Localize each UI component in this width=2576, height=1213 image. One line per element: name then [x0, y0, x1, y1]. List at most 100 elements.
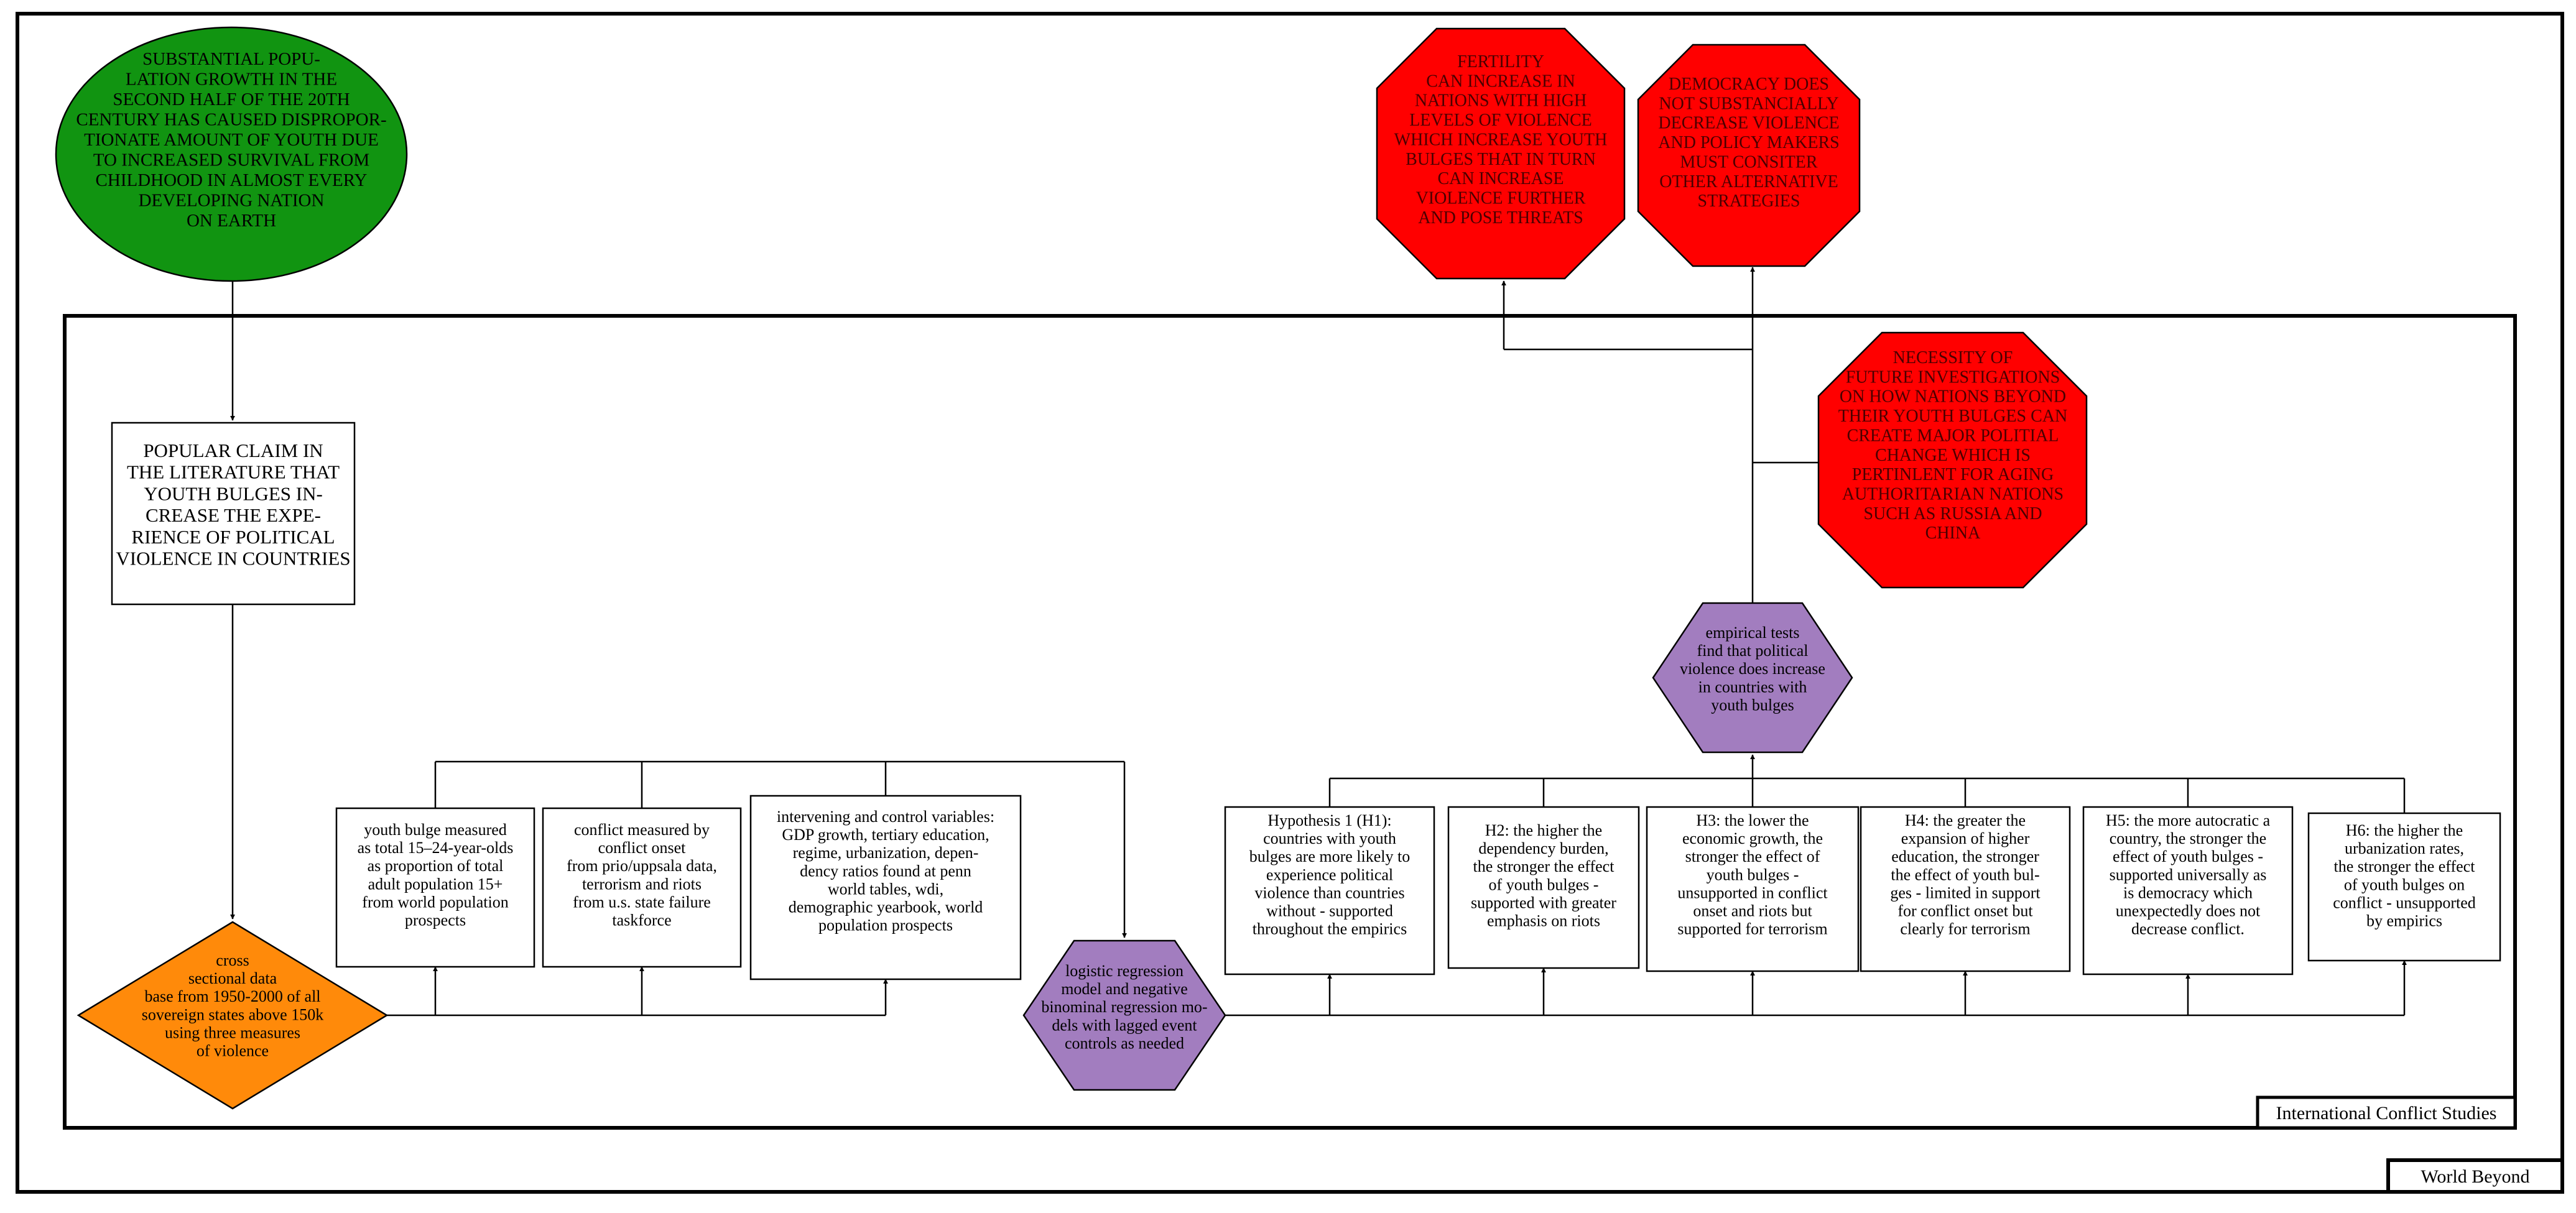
empirical-tests-hexagon [1652, 602, 1853, 754]
label-line: CAN INCREASE [1437, 169, 1564, 188]
label-line: supported for terrorism [1677, 920, 1827, 938]
label-line: FERTILITY [1457, 52, 1544, 71]
label-line: SUCH AS RUSSIA AND [1863, 504, 2042, 523]
label-line: TIONATE AMOUNT OF YOUTH DUE [84, 130, 379, 150]
label-line: world tables, wdi, [828, 880, 943, 898]
label-line: in countries with [1698, 678, 1807, 696]
regression-model-hexagon [1022, 939, 1226, 1091]
label-line: YOUTH BULGES IN- [144, 482, 323, 504]
label-line: terrorism and riots [582, 875, 702, 893]
inner-frame-label-box [2256, 1095, 2517, 1130]
label-line: demographic yearbook, world [789, 898, 983, 916]
label-line: MUST CONSITER [1680, 152, 1818, 172]
label-line: sectional data [188, 969, 277, 987]
h6-box [2307, 812, 2501, 962]
label-line: population prospects [818, 916, 953, 934]
label-line: adult population 15+ [368, 875, 503, 893]
node-shapes [55, 26, 2501, 1110]
label-line: CENTURY HAS CAUSED DISPROPOR- [76, 109, 386, 129]
label-line: base from 1950-2000 of all [144, 987, 320, 1005]
label-line: violence does increase [1680, 660, 1825, 678]
label-line: is democracy which [2123, 883, 2253, 902]
label-line: conflict measured by [574, 821, 710, 839]
label-line: cross [216, 951, 249, 969]
h1-box [1224, 806, 1435, 975]
label-line: of violence [197, 1042, 269, 1060]
label-line: youth bulges [1711, 696, 1794, 714]
label-line: unexpectedly does not [2116, 902, 2261, 920]
label-line: education, the stronger [1891, 847, 2039, 865]
label-line: without - supported [1266, 902, 1393, 920]
popular-claim-box [111, 422, 356, 606]
label-line: H4: the greater the [1905, 811, 2026, 829]
control-variables-text: intervening and control variables:GDP gr… [777, 808, 994, 934]
label-line: experience political [1266, 865, 1393, 883]
fertility-octagon [1376, 27, 1626, 280]
label-line: model and negative [1061, 980, 1188, 998]
label-line: CHINA [1925, 523, 1981, 543]
population-growth-ellipse [55, 26, 408, 282]
label-line: AND POSE THREATS [1418, 208, 1583, 228]
label-line: DEMOCRACY DOES [1669, 75, 1829, 94]
label-line: THEIR YOUTH BULGES CAN [1838, 407, 2067, 426]
control-variables-box [749, 795, 1022, 980]
outer-frame-label-box [2386, 1158, 2564, 1194]
label-line: CAN INCREASE IN [1426, 71, 1575, 91]
label-line: as proportion of total [368, 857, 504, 875]
label-line: countries with youth [1263, 829, 1396, 847]
label-line: TO INCREASED SURVIVAL FROM [93, 150, 369, 170]
label-line: LATION GROWTH IN THE [126, 69, 337, 89]
label-line: CREASE THE EXPE- [146, 504, 321, 526]
label-line: FUTURE INVESTIGATIONS [1846, 367, 2060, 387]
label-line: clearly for terrorism [1900, 920, 2030, 938]
youth-bulge-measure-box [335, 807, 535, 968]
label-line: H6: the higher the [2346, 821, 2463, 839]
label-line: CREATE MAJOR POLITIAL [1847, 426, 2059, 445]
label-line: the stronger the effect [2334, 857, 2476, 875]
label-line: effect of youth bulges - [2113, 847, 2263, 865]
label-line: DEVELOPING NATION [139, 190, 325, 210]
label-line: NOT SUBSTANCIALLY [1659, 94, 1838, 113]
label-line: VIOLENCE FURTHER [1416, 189, 1586, 208]
label-line: from u.s. state failure [573, 893, 711, 911]
label-line: onset and riots but [1693, 902, 1812, 920]
label-line: stronger the effect of [1685, 847, 1820, 865]
label-line: H5: the more autocratic a [2106, 811, 2271, 829]
label-line: logistic regression [1065, 962, 1184, 980]
inner-frame-label: International Conflict Studies [2276, 1103, 2497, 1123]
label-line: BULGES THAT IN TURN [1406, 150, 1596, 169]
conflict-measure-box [542, 807, 742, 968]
label-line: the effect of youth bul- [1891, 865, 2039, 883]
label-line: POPULAR CLAIM IN [143, 440, 323, 461]
label-line: DECREASE VIOLENCE [1658, 114, 1839, 133]
label-line: from world population [362, 893, 508, 911]
label-line: H3: the lower the [1696, 811, 1809, 829]
label-line: prospects [405, 911, 466, 929]
outer-frame [16, 12, 2564, 1194]
label-line: violence than countries [1254, 883, 1404, 902]
label-line: CHANGE WHICH IS [1875, 446, 2031, 465]
label-line: PERTINLENT FOR AGING [1852, 465, 2054, 484]
label-line: taskforce [612, 911, 671, 929]
label-line: VIOLENCE IN COUNTRIES [116, 548, 350, 570]
label-line: sovereign states above 150k [142, 1005, 323, 1023]
label-line: youth bulge measured [364, 821, 507, 839]
h5-box [2082, 806, 2294, 975]
h3-box [1646, 806, 1860, 972]
label-line: THE LITERATURE THAT [127, 461, 340, 483]
label-line: LEVELS OF VIOLENCE [1409, 111, 1591, 130]
label-line: dependency burden, [1478, 839, 1608, 857]
label-line: ON EARTH [187, 211, 276, 231]
label-line: urbanization rates, [2345, 839, 2464, 857]
